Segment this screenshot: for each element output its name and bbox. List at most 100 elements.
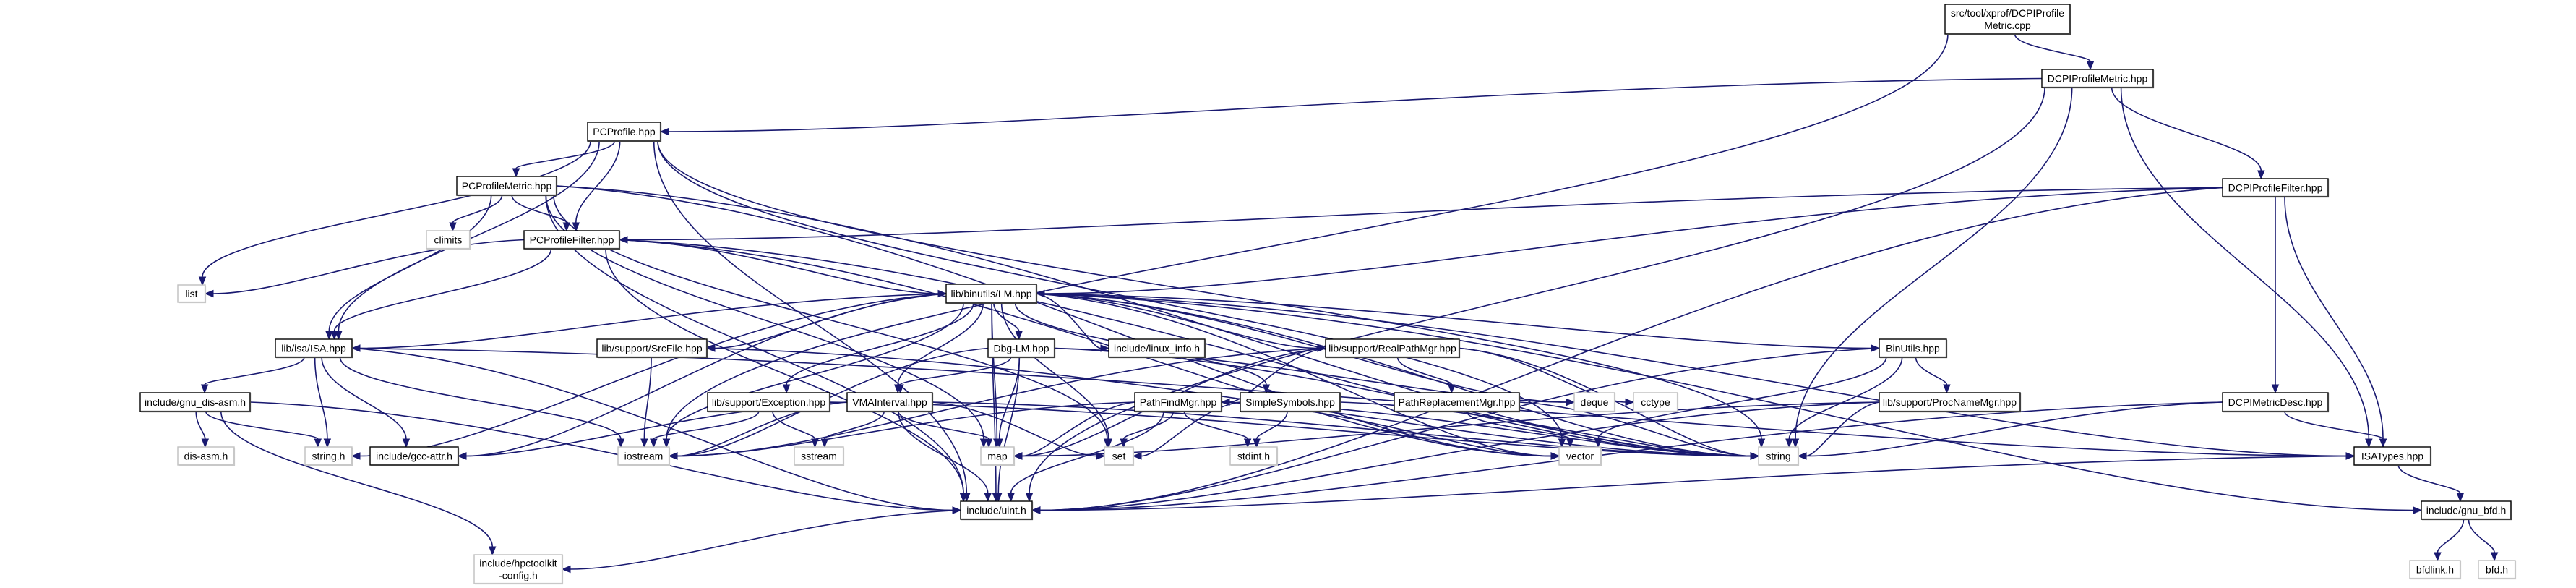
node-label: include/linux_info.h xyxy=(1114,343,1200,354)
arrowhead-uint-to-hpctoolkitconfig xyxy=(561,565,571,574)
arrowhead-exception-to-iostream xyxy=(650,438,658,448)
node-procnamemgr[interactable]: lib/support/ProcNameMgr.hpp xyxy=(1879,392,2022,413)
node-gnubfd[interactable]: include/gnu_bfd.h xyxy=(2421,500,2512,521)
arrowhead-pcprofile-to-pcprofilemetric xyxy=(512,168,520,178)
node-gccattr[interactable]: include/gcc-attr.h xyxy=(369,446,460,466)
node-dcpimetricdesc[interactable]: DCPIMetricDesc.hpp xyxy=(2222,392,2330,413)
node-pcprofilemetric[interactable]: PCProfileMetric.hpp xyxy=(456,176,558,197)
node-label: PathReplacementMgr.hpp xyxy=(1399,396,1516,408)
node-stdint: stdint.h xyxy=(1229,446,1279,466)
arrowhead-pcprofile-to-string xyxy=(1757,438,1766,448)
node-map: map xyxy=(980,446,1016,466)
edge-pathfindmgr-to-uint xyxy=(1010,411,1164,494)
node-dcpiprofilemetric[interactable]: DCPIProfileMetric.hpp xyxy=(2041,69,2155,89)
edge-gnudisasm-to-stringh xyxy=(205,411,319,440)
arrowhead-dcpimetricdesc-to-string xyxy=(1797,452,1807,460)
node-exception[interactable]: lib/support/Exception.hpp xyxy=(707,392,831,413)
node-shadow xyxy=(1560,448,1602,466)
node-label: DCPIProfileFilter.hpp xyxy=(2228,182,2323,194)
node-simplesymbols[interactable]: SimpleSymbols.hpp xyxy=(1240,392,1341,413)
edge-isa-to-gccattr xyxy=(321,357,407,440)
arrowhead-lm-to-exception xyxy=(782,384,791,394)
node-linuxinfo[interactable]: include/linux_info.h xyxy=(1108,338,1206,359)
node-shadow xyxy=(2355,448,2432,466)
edge-pcprofile-to-list xyxy=(202,140,591,278)
edge-exception-to-sstream xyxy=(772,411,816,440)
node-root[interactable]: src/tool/xprof/DCPIProfileMetric.cpp xyxy=(1944,4,2071,35)
node-shadow xyxy=(961,502,1034,521)
node-iostream: iostream xyxy=(617,446,671,466)
node-box xyxy=(1573,392,1615,412)
arrowhead-isatypes-to-uint xyxy=(1031,506,1041,514)
node-box xyxy=(1558,446,1602,466)
node-label: bfd.h xyxy=(2486,564,2508,576)
node-shadow xyxy=(1634,393,1679,413)
node-dbglm[interactable]: Dbg-LM.hpp xyxy=(987,338,1056,359)
arrowhead-lm-to-simplesymbols xyxy=(1262,384,1271,394)
edge-simplesymbols-to-stdint xyxy=(1255,411,1288,440)
edge-gnubfd-to-bfd xyxy=(2468,519,2495,553)
node-binutils[interactable]: BinUtils.hpp xyxy=(1879,338,1948,359)
edge-pcprofile-to-vector xyxy=(657,140,1563,440)
arrowhead-isa-to-gccattr xyxy=(402,438,411,448)
node-shadow xyxy=(848,393,934,413)
node-lm[interactable]: lib/binutils/LM.hpp xyxy=(945,284,1038,304)
node-pathreplacementmgr[interactable]: PathReplacementMgr.hpp xyxy=(1394,392,1521,413)
node-label: set xyxy=(1112,451,1126,462)
arrowhead-dcpiprofilemetric-to-pcprofile xyxy=(659,127,669,136)
node-srcfile[interactable]: lib/support/SrcFile.hpp xyxy=(596,338,708,359)
node-isa[interactable]: lib/isa/ISA.hpp xyxy=(275,338,353,359)
edge-dcpimetricdesc-to-string xyxy=(1806,401,2223,457)
edge-realpathmgr-to-string xyxy=(1459,347,1751,457)
node-label: list xyxy=(185,288,197,299)
edge-lm-to-dbglm xyxy=(993,302,1020,332)
node-label: include/uint.h xyxy=(966,505,1026,516)
node-pathfindmgr[interactable]: PathFindMgr.hpp xyxy=(1134,392,1223,413)
node-pcprofile[interactable]: PCProfile.hpp xyxy=(587,122,662,142)
node-label: -config.h xyxy=(499,570,538,581)
node-shadow xyxy=(588,123,662,142)
node-label: sstream xyxy=(801,451,837,462)
arrowhead-lm-to-iostream xyxy=(662,438,671,448)
arrowhead-pathreplacementmgr-to-string xyxy=(1750,452,1760,460)
node-gnudisasm[interactable]: include/gnu_dis-asm.h xyxy=(139,392,252,413)
node-vmainterval[interactable]: VMAInterval.hpp xyxy=(846,392,934,413)
edge-binutils-to-string xyxy=(1788,357,1903,440)
node-shadow xyxy=(371,448,460,466)
arrowhead-pcprofile-to-list xyxy=(198,276,207,286)
arrowhead-pcprofilemetric-to-map xyxy=(979,438,988,448)
node-box xyxy=(1394,392,1520,412)
node-box xyxy=(1879,338,1947,358)
node-label: PCProfile.hpp xyxy=(593,126,656,137)
node-uint[interactable]: include/uint.h xyxy=(960,500,1034,521)
arrowhead-binutils-to-procnamemgr xyxy=(1943,384,1951,394)
node-shadow xyxy=(795,448,845,466)
edge-dbglm-to-vmainterval xyxy=(899,357,1012,385)
node-shadow xyxy=(1105,448,1135,466)
edge-pcprofile-to-pcprofilefilter xyxy=(575,140,621,223)
edge-isa-to-gnudisasm xyxy=(204,357,305,385)
node-box xyxy=(2409,560,2461,579)
arrowhead-simplesymbols-to-set xyxy=(1132,452,1142,460)
edge-procnamemgr-to-uint xyxy=(1039,401,1880,511)
arrowhead-pathfindmgr-to-vector xyxy=(1550,452,1560,460)
arrowhead-lm-to-stringh xyxy=(351,452,361,460)
node-shadow xyxy=(141,393,252,413)
edge-dcpiprofilefilter-to-pcprofilefilter xyxy=(627,187,2223,241)
node-dcpiprofilefilter[interactable]: DCPIProfileFilter.hpp xyxy=(2222,178,2330,198)
arrowhead-dcpiprofilemetric-to-dcpiprofilefilter xyxy=(2257,170,2265,180)
node-shadow xyxy=(1109,340,1206,359)
node-isatypes[interactable]: ISATypes.hpp xyxy=(2353,446,2432,466)
arrowhead-binutils-to-string xyxy=(1785,438,1793,448)
node-realpathmgr[interactable]: lib/support/RealPathMgr.hpp xyxy=(1325,338,1461,359)
arrowhead-gnudisasm-to-stringh xyxy=(314,438,322,448)
arrowhead-pcprofilemetric-to-climits xyxy=(449,222,457,232)
edge-pcprofilefilter-to-list xyxy=(212,239,525,294)
edge-isatypes-to-gnubfd xyxy=(2397,464,2461,494)
node-box xyxy=(304,446,353,466)
node-label: include/gnu_dis-asm.h xyxy=(145,396,246,408)
edge-pathreplacementmgr-to-vector xyxy=(1466,411,1571,440)
edge-dcpiprofilemetric-to-dcpiprofilefilter xyxy=(2111,87,2262,171)
node-pcprofilefilter[interactable]: PCProfileFilter.hpp xyxy=(523,230,621,250)
